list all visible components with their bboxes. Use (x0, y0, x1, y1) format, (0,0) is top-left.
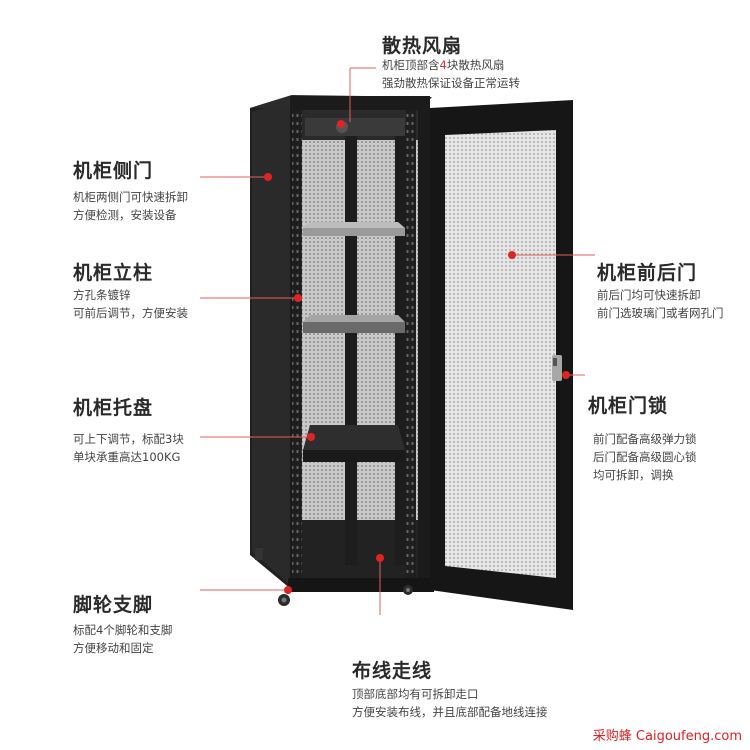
side-door (250, 95, 292, 590)
caster-line2: 方便移动和固定 (73, 641, 154, 655)
lock-line3: 均可拆卸，调换 (593, 468, 674, 482)
trays (303, 222, 405, 462)
side-door-line1: 机柜两侧门可快速拆卸 (73, 190, 188, 204)
post-line2: 可前后调节，方便安装 (73, 306, 188, 320)
tray-desc: 可上下调节，标配3块 单块承重高达100KG (73, 430, 184, 466)
cabling-title: 布线走线 (352, 660, 433, 682)
front-door (430, 100, 573, 610)
front-door-line2: 前门选玻璃门或者网孔门 (597, 306, 724, 320)
front-door-line1: 前后门均可快速拆卸 (597, 288, 701, 302)
cabling-line2: 方便安装布线，并且底部配备地线连接 (352, 705, 548, 719)
fan-desc-line2: 强劲散热保证设备正常运转 (382, 76, 520, 90)
fan-title: 散热风扇 (382, 35, 463, 57)
caster-line1: 标配4个脚轮和支脚 (73, 623, 173, 637)
fan-desc-pre: 机柜顶部含 (382, 58, 440, 72)
cabling-desc: 顶部底部均有可拆卸走口 方便安装布线，并且底部配备地线连接 (352, 685, 548, 721)
lock-title: 机柜门锁 (588, 395, 669, 417)
side-door-desc: 机柜两侧门可快速拆卸 方便检测，安装设备 (73, 188, 188, 224)
fan-desc: 机柜顶部含4块散热风扇 强劲散热保证设备正常运转 (382, 56, 520, 92)
caster-desc: 标配4个脚轮和支脚 方便移动和固定 (73, 621, 172, 657)
cabling-line1: 顶部底部均有可拆卸走口 (352, 687, 479, 701)
callout-dots (264, 120, 570, 594)
tray-line2: 单块承重高达100KG (73, 450, 181, 464)
post-title: 机柜立柱 (73, 262, 154, 284)
tray-title: 机柜托盘 (73, 397, 154, 419)
casters (255, 548, 434, 606)
lock-desc: 前门配备高级弹力锁 后门配备高级圆心锁 均可拆卸，调换 (593, 430, 697, 484)
fan-desc-post: 块散热风扇 (446, 58, 505, 72)
lock-line1: 前门配备高级弹力锁 (593, 432, 697, 446)
lock-line2: 后门配备高级圆心锁 (593, 450, 697, 464)
post-line1: 方孔条镀锌 (73, 288, 131, 302)
front-door-title: 机柜前后门 (597, 262, 698, 284)
fan-count: 4 (439, 58, 447, 72)
callout-lines (200, 67, 595, 615)
cabinet-frame (290, 96, 430, 590)
side-door-line2: 方便检测，安装设备 (73, 208, 177, 222)
watermark: 采购蜂 Caigoufeng.com (592, 729, 742, 744)
post-desc: 方孔条镀锌 可前后调节，方便安装 (73, 286, 188, 322)
side-door-title: 机柜侧门 (73, 160, 154, 182)
front-door-desc: 前后门均可快速拆卸 前门选玻璃门或者网孔门 (597, 286, 724, 322)
tray-line1: 可上下调节，标配3块 (73, 432, 184, 446)
caster-title: 脚轮支脚 (73, 594, 154, 616)
